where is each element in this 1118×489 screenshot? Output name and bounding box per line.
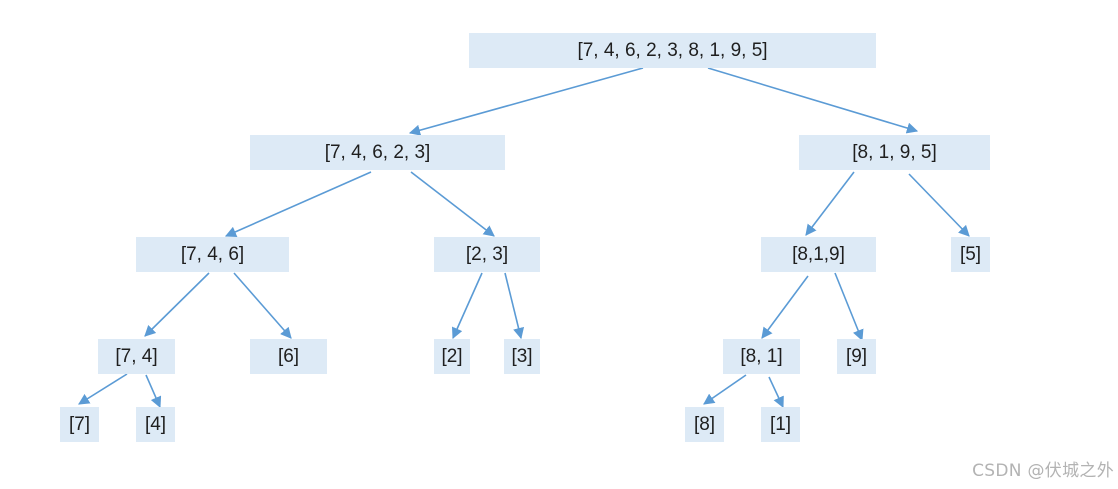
node-l2-d: [5] <box>951 237 990 272</box>
edge-l3-a-to-l4-a <box>78 373 128 405</box>
node-l3-e: [8, 1] <box>723 339 800 374</box>
edge-l1-left-to-l2-b <box>410 171 495 237</box>
edge-root-to-l1-left <box>408 67 644 136</box>
edge-l2-a-to-l3-b <box>233 272 292 339</box>
node-l3-b: [6] <box>250 339 327 374</box>
node-l2-c: [8,1,9] <box>761 237 876 272</box>
edge-root-to-l1-right <box>707 67 919 134</box>
edge-l2-c-to-l3-e <box>761 275 809 339</box>
edge-l1-right-to-l2-c <box>805 171 855 236</box>
edge-l3-a-to-l4-b <box>145 374 162 409</box>
edge-l2-b-to-l3-c <box>451 272 483 340</box>
edge-l2-a-to-l3-a <box>144 272 210 337</box>
node-l3-d: [3] <box>504 339 540 374</box>
node-l3-a: [7, 4] <box>98 339 175 374</box>
node-l2-a: [7, 4, 6] <box>136 237 289 272</box>
edge-l1-left-to-l2-a <box>224 171 372 238</box>
node-l1-left: [7, 4, 6, 2, 3] <box>250 135 505 170</box>
node-l3-c: [2] <box>434 339 470 374</box>
edge-l2-c-to-l3-f <box>834 272 864 342</box>
node-l2-b: [2, 3] <box>434 237 540 272</box>
watermark-text: CSDN @伏城之外 <box>972 461 1114 481</box>
edge-l2-b-to-l3-d <box>504 272 525 340</box>
node-root: [7, 4, 6, 2, 3, 8, 1, 9, 5] <box>469 33 876 68</box>
node-l3-f: [9] <box>837 339 876 374</box>
node-l1-right: [8, 1, 9, 5] <box>799 135 990 170</box>
node-l4-c: [8] <box>685 407 724 442</box>
edge-l3-e-to-l4-d <box>768 376 784 409</box>
edge-l3-e-to-l4-c <box>703 374 747 405</box>
node-l4-a: [7] <box>60 407 99 442</box>
edge-l1-right-to-l2-d <box>908 173 970 237</box>
node-l4-b: [4] <box>136 407 175 442</box>
node-l4-d: [1] <box>761 407 800 442</box>
